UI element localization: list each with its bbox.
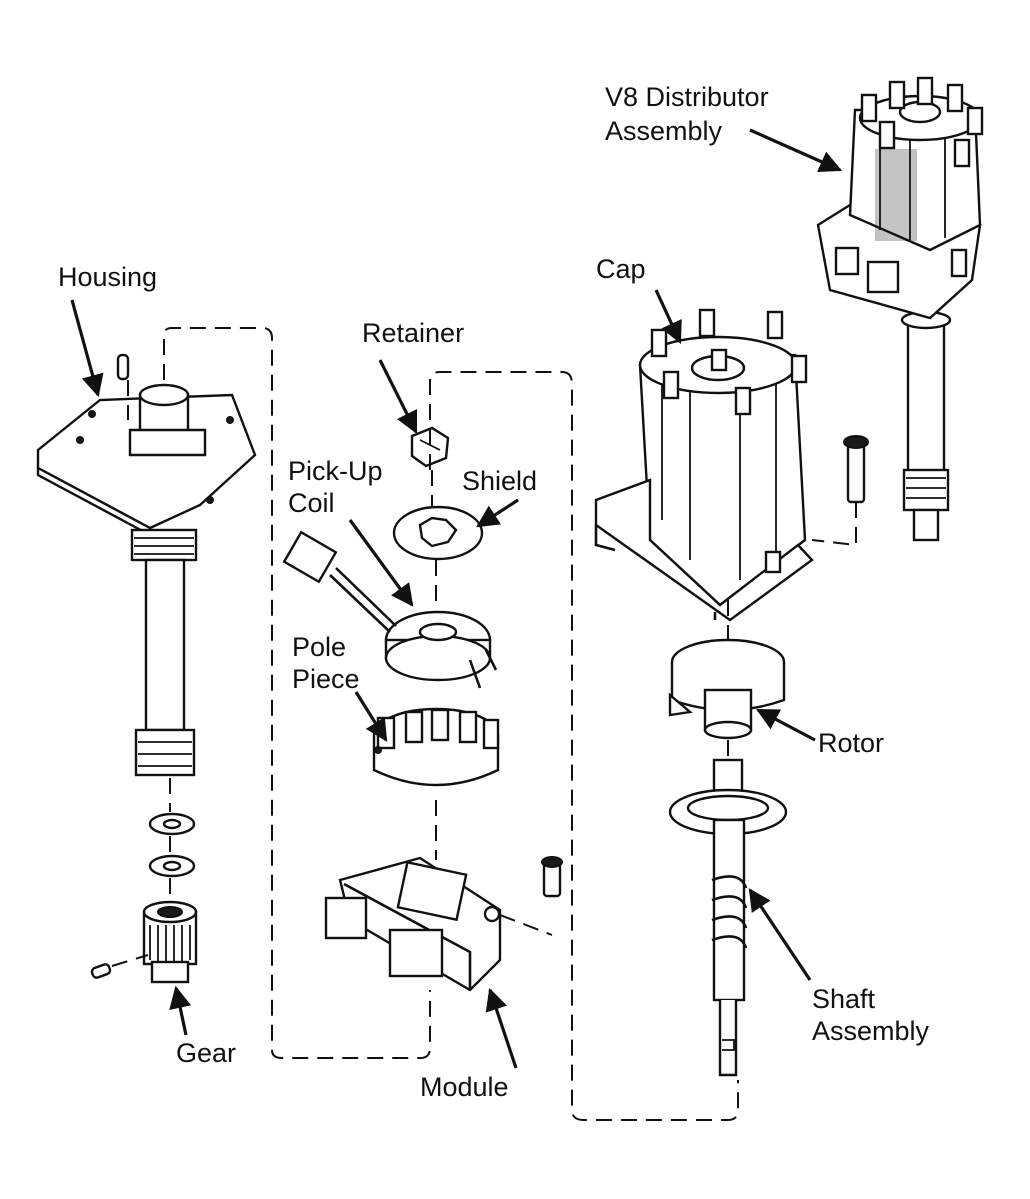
arrow-shaft [748,888,812,981]
arrow-module [485,987,518,1069]
label-housing: Housing [58,262,157,292]
label-shield: Shield [462,466,537,496]
housing-drawing [36,353,257,984]
arrow-rotor [756,708,816,742]
arrow-retainer [378,359,418,435]
label-retainer: Retainer [362,318,464,348]
arrow-cap [654,289,682,345]
label-pickup-line2: Coil [288,488,335,518]
label-shaft-line1: Shaft [812,984,876,1014]
arrow-shield [476,498,519,528]
pickup-coil-stack-drawing [282,426,563,992]
v8-distributor-assembly-drawing [816,76,984,542]
label-gear: Gear [176,1038,236,1068]
label-pickup-line1: Pick-Up [288,456,383,486]
arrow-gear [169,985,192,1036]
callout-arrows [70,128,843,1069]
label-module: Module [420,1072,509,1102]
arrow-pickup [348,519,414,607]
dashed-guide-lines [127,327,739,1121]
label-cap: Cap [596,254,646,284]
cap-rotor-shaft-drawing [594,308,869,1077]
label-pole-line2: Piece [292,664,360,694]
label-rotor: Rotor [818,728,884,758]
arrow-v8 [749,128,843,173]
arrow-pole [354,691,388,742]
label-pole-line1: Pole [292,632,346,662]
arrow-housing [70,299,104,398]
label-v8-line2: Assembly [605,116,723,146]
labels: V8 Distributor Assembly Housing Cap Reta… [58,82,930,1102]
label-v8-line1: V8 Distributor [605,82,769,112]
label-shaft-line2: Assembly [812,1016,930,1046]
